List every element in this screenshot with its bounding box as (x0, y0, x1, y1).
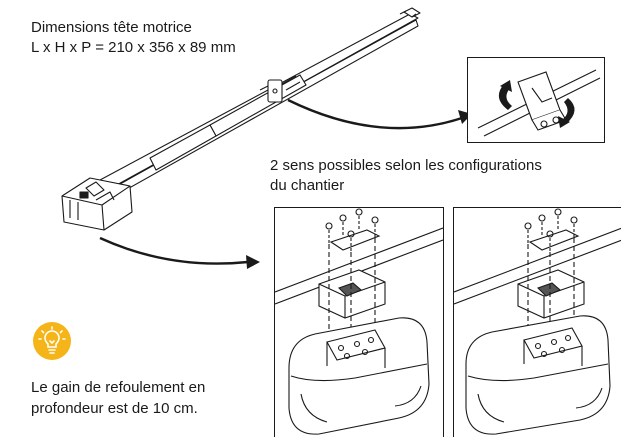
tip-text-line2: profondeur est de 10 cm. (31, 400, 198, 417)
tip-text-line1: Le gain de refoulement en (31, 379, 206, 396)
bracket-rotation-drawing (477, 69, 601, 137)
configuration-a-drawing (274, 208, 444, 435)
bracket-rotation-detail (467, 57, 605, 143)
dimensions-formula: L x H x P = 210 x 356 x 89 mm (31, 39, 236, 56)
configuration-b-drawing (453, 208, 621, 435)
lightbulb-icon (33, 322, 71, 360)
configuration-option-a (274, 207, 444, 437)
configuration-option-b (453, 207, 621, 437)
configurations-caption-line1: 2 sens possibles selon les configuration… (270, 157, 542, 174)
configurations-caption-line2: du chantier (270, 177, 345, 194)
dimensions-title: Dimensions tête motrice (31, 19, 192, 36)
